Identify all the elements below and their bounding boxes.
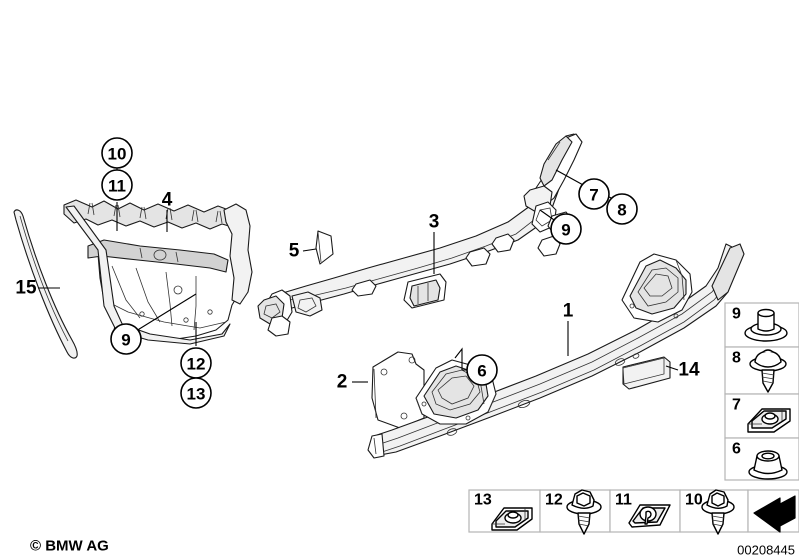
callout-6[interactable]: 6: [466, 354, 498, 386]
callout-15-label: 15: [15, 278, 37, 299]
callout-9-right-label: 9: [561, 221, 570, 240]
callout-9-right[interactable]: 9: [550, 213, 582, 245]
callout-7[interactable]: 7: [578, 178, 610, 210]
legend-bottom-13-number: 13: [474, 491, 492, 508]
callout-2-label: 2: [337, 372, 348, 393]
direction-arrow-icon: [753, 495, 796, 533]
legend-right-item-7[interactable]: 7: [724, 393, 799, 439]
callout-8[interactable]: 8: [606, 193, 638, 225]
legend-right-item-8[interactable]: 8: [724, 346, 799, 395]
callout-13-label: 13: [187, 385, 206, 404]
callout-12-label: 12: [187, 355, 206, 374]
part-number-label: 00208445: [737, 543, 795, 558]
legend-bottom-12-number: 12: [545, 491, 563, 508]
push-rivet-icon: [744, 308, 788, 342]
flange-nut-icon: [748, 450, 788, 480]
part-3-crossmember: [257, 133, 583, 337]
callout-11-label: 11: [108, 177, 126, 196]
part-15-trim-strip: [13, 209, 78, 359]
clip-nut-icon: [747, 408, 791, 433]
copyright-label: © BMW AG: [30, 538, 109, 555]
keyhole-clip-icon: [628, 504, 671, 528]
callout-14-label: 14: [678, 360, 700, 381]
legend-bottom: 13 12: [468, 489, 799, 535]
legend-right-7-number: 7: [732, 396, 741, 413]
legend-bottom-direction-arrow[interactable]: [747, 489, 799, 533]
legend-bottom-item-11[interactable]: 11: [609, 489, 681, 533]
legend-right-9-number: 9: [732, 305, 741, 322]
callout-10[interactable]: 10: [101, 137, 133, 169]
part-2-mounting-plate: [371, 351, 425, 429]
callout-9-left[interactable]: 9: [110, 323, 142, 355]
callout-markers: 10 11 4 15 9 12 13 5 3 2: [15, 137, 700, 409]
legend-bottom-item-13[interactable]: 13: [468, 489, 541, 533]
callout-10-label: 10: [108, 145, 127, 164]
legend-right-6-number: 6: [732, 440, 741, 457]
callout-7-label: 7: [589, 186, 598, 205]
clip-nut-icon: [491, 507, 533, 531]
callout-11[interactable]: 11: [101, 169, 133, 201]
part-1-impact-beam: [367, 243, 745, 459]
hex-flange-screw-icon: [701, 489, 735, 535]
legend-bottom-11-number: 11: [615, 491, 632, 508]
callout-1-label: 1: [563, 301, 574, 322]
leader-lines: [38, 168, 679, 383]
callout-13[interactable]: 13: [180, 377, 212, 409]
legend-bottom-item-10[interactable]: 10: [679, 489, 749, 535]
part-4-bumper-carrier: [63, 199, 253, 345]
legend-bottom-10-number: 10: [685, 491, 703, 508]
legend-right-item-9[interactable]: 9: [724, 302, 799, 348]
legend-right: 9 8: [724, 302, 799, 481]
callout-4-label: 4: [162, 190, 173, 211]
callout-12[interactable]: 12: [180, 347, 212, 379]
callout-3-label: 3: [429, 212, 440, 233]
callout-5-label: 5: [289, 241, 300, 262]
legend-right-item-6[interactable]: 6: [724, 437, 799, 481]
legend-right-8-number: 8: [732, 349, 741, 366]
part-14-spacer-pad: [622, 356, 671, 390]
part-5-shim: [315, 230, 334, 265]
callout-8-label: 8: [617, 201, 626, 220]
callout-6-label: 6: [477, 362, 486, 381]
hex-flange-screw-icon: [566, 489, 602, 535]
legend-bottom-item-12[interactable]: 12: [539, 489, 611, 535]
callout-9-left-label: 9: [121, 331, 130, 350]
flanged-screw-icon: [749, 349, 787, 393]
